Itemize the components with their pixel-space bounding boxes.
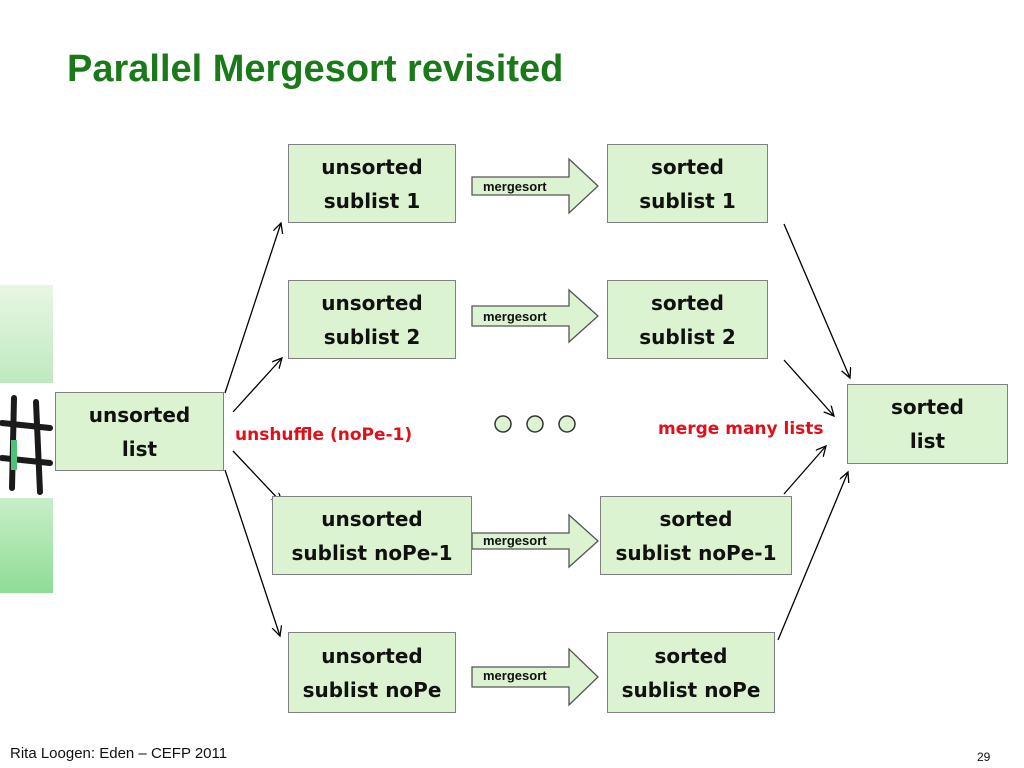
merge-arrow-3	[783, 446, 826, 495]
split-arrow-3	[232, 450, 282, 503]
split-arrow-2	[232, 358, 282, 413]
mergesort-label: mergesort	[483, 668, 547, 683]
split-arrow-1	[224, 223, 281, 394]
unsorted-sublist-box: unsorted sublist 1	[288, 144, 456, 223]
mergesort-label: mergesort	[483, 179, 547, 194]
sorted-sublist-box: sorted sublist noPe	[607, 632, 775, 713]
unsorted-sublist-box: unsorted sublist noPe-1	[272, 496, 472, 575]
sorted-sublist-box: sorted sublist 1	[607, 144, 768, 223]
mergesort-label: mergesort	[483, 309, 547, 324]
merge-arrow-4	[777, 472, 848, 641]
output-list-box: sorted list	[847, 384, 1008, 464]
ellipsis-dots	[494, 415, 576, 433]
sorted-sublist-box: sorted sublist noPe-1	[600, 496, 792, 575]
unsorted-sublist-box: unsorted sublist noPe	[288, 632, 456, 713]
page-number: 29	[977, 750, 991, 764]
merge-label: merge many lists	[658, 419, 824, 439]
slide-footer: Rita Loogen: Eden – CEFP 2011	[10, 745, 228, 762]
mergesort-label: mergesort	[483, 533, 547, 548]
sorted-sublist-box: sorted sublist 2	[607, 280, 768, 359]
mergesort-arrow-2	[471, 288, 599, 344]
input-list-box: unsorted list	[55, 392, 224, 471]
decorative-side-graphic	[0, 285, 53, 593]
split-arrow-4	[224, 469, 280, 636]
merge-arrow-1	[783, 223, 850, 378]
slide-title: Parallel Mergesort revisited	[67, 48, 564, 90]
unsorted-sublist-box: unsorted sublist 2	[288, 280, 456, 359]
merge-arrow-2	[783, 359, 834, 416]
mergesort-arrow-1	[471, 157, 599, 215]
mergesort-arrow-4	[471, 647, 599, 707]
split-label: unshuffle (noPe-1)	[235, 425, 413, 445]
mergesort-arrow-3	[471, 513, 599, 569]
